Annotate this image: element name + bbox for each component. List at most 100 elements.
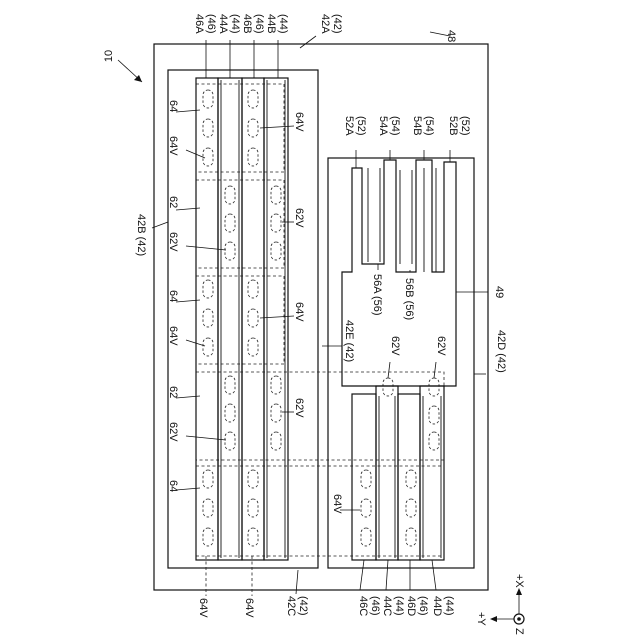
label-62-1: 62 [167, 196, 179, 208]
via-64V-3b [248, 499, 258, 517]
axis-indicator [490, 588, 524, 624]
via-62-2c [225, 432, 235, 450]
label-56B: 56B (56) [403, 278, 415, 320]
via-64V-4a [361, 470, 371, 488]
label-44C-main: 44C [381, 596, 393, 616]
via-64V-4b [361, 499, 371, 517]
label-52A-main: 52A [343, 116, 355, 136]
leader-64V-r1 [260, 126, 294, 128]
via-64-2a [203, 280, 213, 298]
strips-right [352, 386, 444, 560]
axis-x-arrow [516, 588, 522, 595]
module-64-3 [196, 466, 444, 556]
via-64-2b [203, 309, 213, 327]
label-62V-2: 62V [167, 422, 179, 442]
leader-62V-b [434, 362, 436, 378]
via-62V-4b [429, 406, 439, 424]
region-42D [328, 158, 474, 568]
via-64-1c [203, 148, 213, 166]
strip-44D [420, 386, 444, 560]
module-64-2 [196, 276, 284, 364]
labels: 10 48 42A (42) 46A (46) 44A (44) 46B (46… [103, 14, 525, 635]
leader-46C [360, 560, 364, 590]
via-64V-5b [406, 499, 416, 517]
label-46A-sub: (46) [205, 14, 217, 34]
label-44D-sub: (44) [443, 596, 455, 616]
label-46D-sub: (46) [417, 596, 429, 616]
label-42C-main: 42C [285, 596, 297, 616]
label-52B-main: 52B [447, 116, 459, 136]
via-62V-1c [271, 242, 281, 260]
label-64V-c: 64V [331, 494, 343, 514]
leader-44C [386, 560, 388, 590]
via-62-1c [225, 242, 235, 260]
via-64V-3a [248, 470, 258, 488]
label-62V-r1: 62V [293, 208, 305, 228]
label-54A-main: 54A [377, 116, 389, 136]
via-62V-1a [271, 186, 281, 204]
label-42A-main: 42A [319, 14, 331, 34]
label-46B-main: 46B [241, 14, 253, 34]
comb-finger-edges [368, 168, 436, 272]
label-64V-r2: 64V [293, 302, 305, 322]
via-64V-2c [248, 338, 258, 356]
via-64V-5a [406, 470, 416, 488]
leader-62V-1 [186, 246, 226, 250]
label-axis-y: +Y [475, 612, 487, 626]
label-46B-sub: (46) [253, 14, 265, 34]
axis-z-dot [517, 617, 521, 621]
via-64V-3c [248, 528, 258, 546]
label-62V-1: 62V [167, 232, 179, 252]
strip-44A [218, 78, 242, 560]
via-64-3b [203, 499, 213, 517]
label-48: 48 [445, 30, 457, 42]
label-axis-x: +X [513, 574, 525, 588]
label-46C-sub: (46) [369, 596, 381, 616]
leader-42A [300, 36, 316, 48]
via-64V-2b [248, 309, 258, 327]
module-outlines [196, 84, 444, 596]
via-64-3c [203, 528, 213, 546]
leader-62V-2 [186, 436, 226, 440]
label-54B-main: 54B [411, 116, 423, 136]
label-64V-b1: 64V [197, 598, 209, 618]
via-64V-5c [406, 528, 416, 546]
label-62V-a: 62V [389, 336, 401, 356]
via-62V-2b [271, 404, 281, 422]
label-42E: 42E (42) [343, 320, 355, 362]
leader-64V-r2 [260, 316, 294, 318]
label-44D-main: 44D [431, 596, 443, 616]
leader-44D [432, 560, 436, 590]
label-44A-sub: (44) [229, 14, 241, 34]
via-62V-4a [429, 378, 439, 396]
label-46D-main: 46D [405, 596, 417, 616]
module-62-2 [196, 372, 444, 460]
label-44B-main: 44B [265, 14, 277, 34]
label-46A-main: 46A [193, 14, 205, 34]
via-64-1a [203, 90, 213, 108]
via-64V-1a [248, 90, 258, 108]
label-64-2: 64 [167, 290, 179, 302]
label-42B: 42B (42) [135, 214, 147, 256]
via-62V-2c [271, 432, 281, 450]
label-62V-b: 62V [435, 336, 447, 356]
axis-y-arrow [490, 616, 497, 622]
label-46C-main: 46C [357, 596, 369, 616]
via-64-1b [203, 119, 213, 137]
label-64V-b2: 64V [243, 598, 255, 618]
label-62-2: 62 [167, 386, 179, 398]
label-54B-sub: (54) [423, 116, 435, 136]
label-64V-2: 64V [167, 326, 179, 346]
via-62-2a [225, 376, 235, 394]
strip-46C [352, 394, 376, 560]
label-44A-main: 44A [217, 14, 229, 34]
label-axis-z: Z [513, 628, 525, 635]
via-62V-2a [271, 376, 281, 394]
label-56A: 56A (56) [371, 274, 383, 316]
via-64V-4c [361, 528, 371, 546]
label-10: 10 [103, 50, 115, 62]
via-62-1a [225, 186, 235, 204]
leader-62V-a [388, 362, 390, 378]
label-52B-sub: (52) [459, 116, 471, 136]
